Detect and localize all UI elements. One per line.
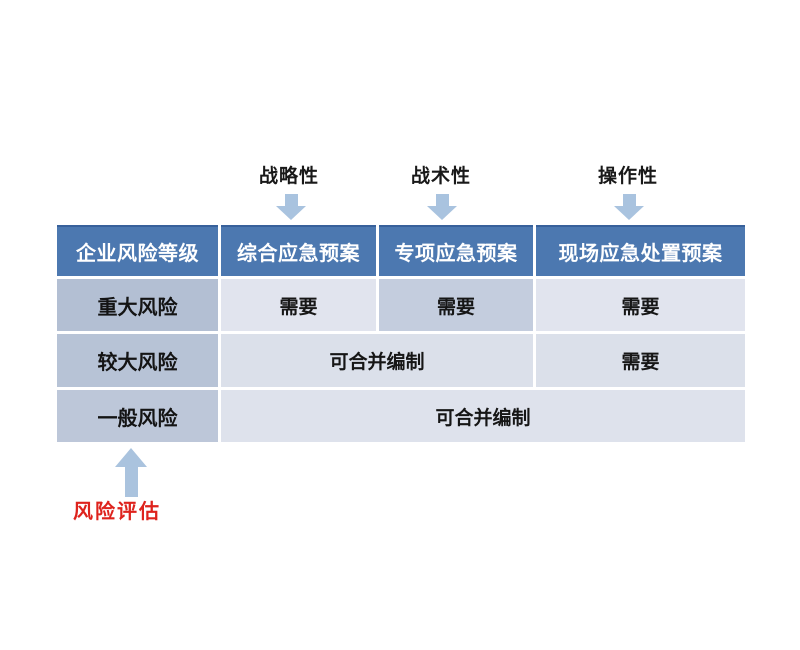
cell-considerable-onsite: 需要 xyxy=(536,334,745,387)
header-onsite-plan: 现场应急处置预案 xyxy=(536,225,745,276)
header-special-plan: 专项应急预案 xyxy=(379,225,533,276)
cell-major-special: 需要 xyxy=(379,279,533,331)
row-label-considerable-risk: 较大风险 xyxy=(57,334,218,387)
cell-considerable-merged: 可合并编制 xyxy=(221,334,533,387)
row-label-major-risk: 重大风险 xyxy=(57,279,218,331)
plan-type-label-tactical: 战术性 xyxy=(410,165,472,187)
header-risk-level: 企业风险等级 xyxy=(57,225,218,276)
plan-type-label-operational: 操作性 xyxy=(597,165,659,187)
up-arrow-icon xyxy=(115,448,147,497)
header-comprehensive-plan: 综合应急预案 xyxy=(221,225,376,276)
down-arrow-icon xyxy=(614,194,644,220)
down-arrow-icon xyxy=(276,194,306,220)
cell-major-onsite: 需要 xyxy=(536,279,745,331)
cell-general-merged: 可合并编制 xyxy=(221,390,745,442)
row-label-general-risk: 一般风险 xyxy=(57,390,218,442)
cell-major-comprehensive: 需要 xyxy=(221,279,376,331)
plan-type-label-strategic: 战略性 xyxy=(258,165,320,187)
down-arrow-icon xyxy=(427,194,457,220)
risk-assessment-label: 风险评估 xyxy=(73,499,161,523)
risk-plan-matrix: 企业风险等级 综合应急预案 专项应急预案 现场应急处置预案 重大风险 需要 需要… xyxy=(57,225,745,442)
